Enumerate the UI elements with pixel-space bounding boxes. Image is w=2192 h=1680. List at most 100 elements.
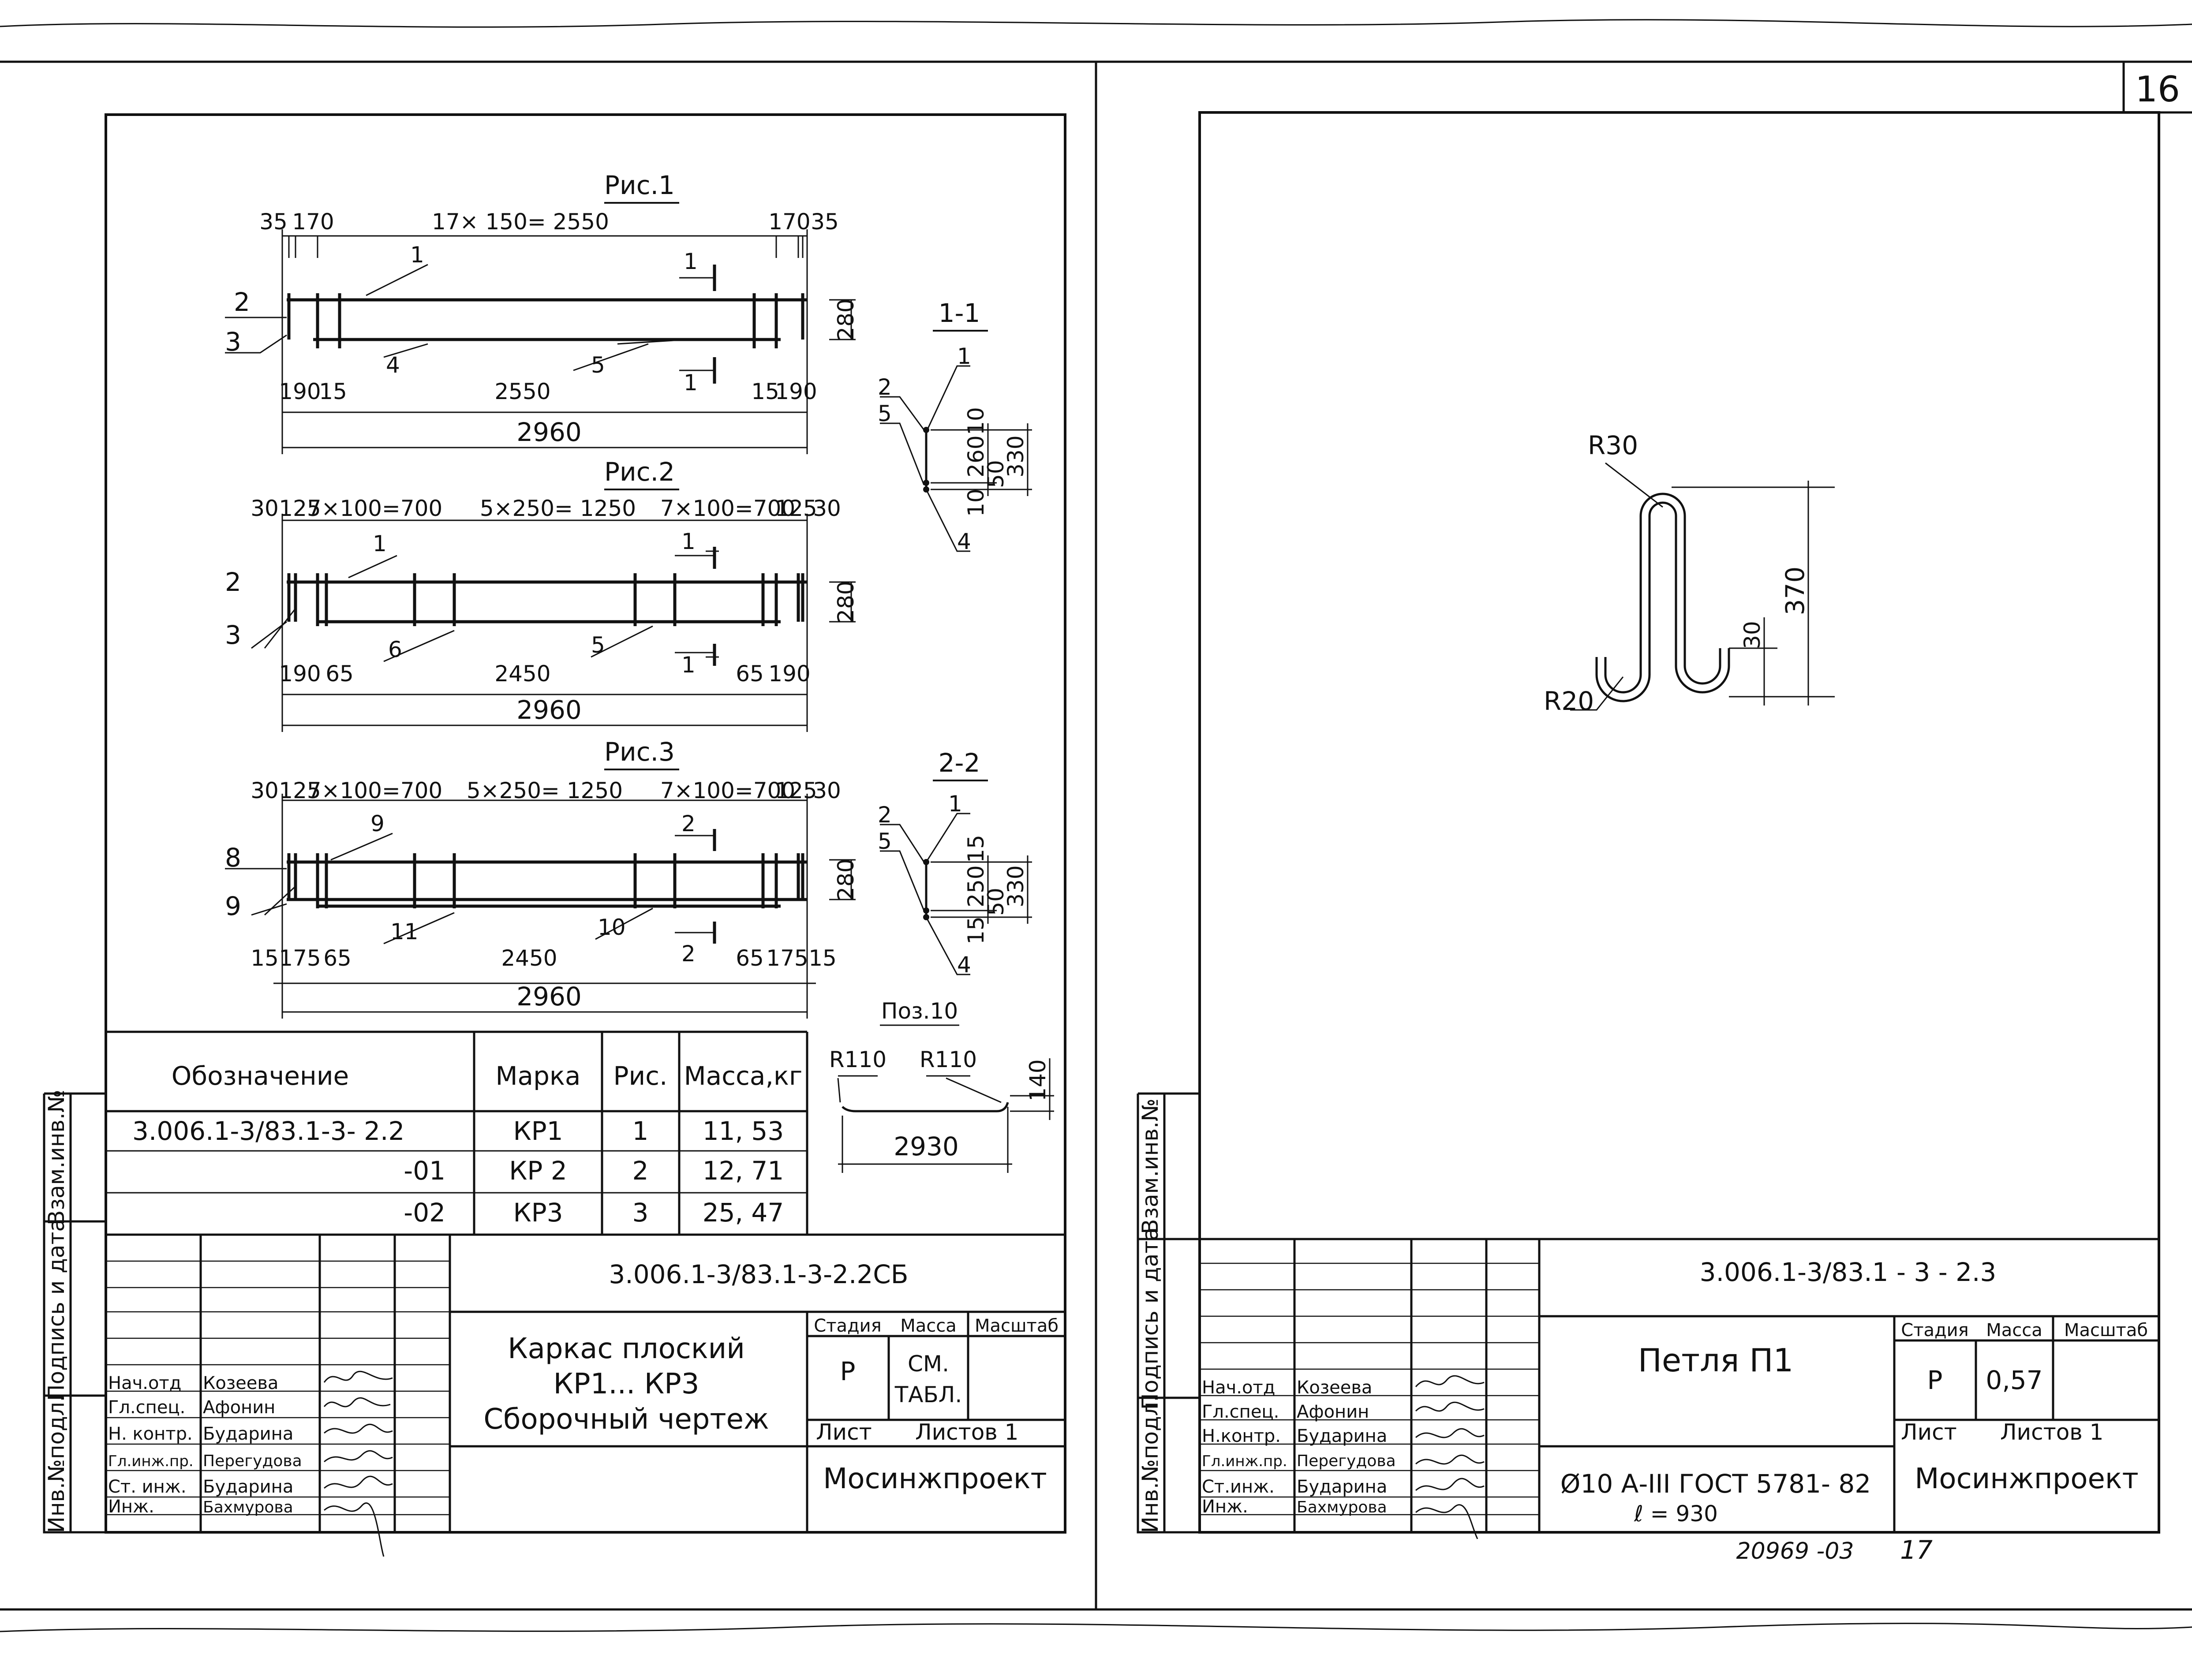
- svg-text:Перегудова: Перегудова: [203, 1452, 302, 1470]
- svg-text:1: 1: [373, 531, 387, 556]
- svg-text:Инв.№подл.: Инв.№подл.: [44, 1395, 69, 1533]
- right-doc-name: Петля П1: [1638, 1342, 1794, 1379]
- svg-text:Лист: Лист: [816, 1419, 872, 1445]
- svg-text:4: 4: [957, 529, 971, 554]
- svg-text:КР 2: КР 2: [509, 1156, 567, 1186]
- svg-text:280: 280: [833, 859, 859, 900]
- svg-text:Бударина: Бударина: [203, 1477, 293, 1497]
- svg-text:5: 5: [591, 352, 605, 378]
- svg-text:2450: 2450: [501, 945, 557, 971]
- left-org: Мосинжпроект: [823, 1463, 1047, 1495]
- svg-text:65: 65: [736, 661, 764, 687]
- svg-text:175: 175: [279, 945, 321, 971]
- svg-text:1: 1: [632, 1116, 649, 1146]
- svg-text:1: 1: [410, 242, 424, 268]
- svg-text:190: 190: [775, 379, 817, 404]
- svg-text:Ст. инж.: Ст. инж.: [108, 1477, 187, 1497]
- fig1: Рис.1 35 170 17× 150= 2550: [225, 170, 859, 454]
- svg-text:15: 15: [808, 945, 837, 971]
- svg-text:8: 8: [225, 843, 241, 873]
- svg-text:7×100=700: 7×100=700: [660, 778, 795, 803]
- svg-text:4: 4: [386, 352, 400, 378]
- svg-text:Масштаб: Масштаб: [2064, 1320, 2148, 1340]
- svg-text:Ст.инж.: Ст.инж.: [1202, 1477, 1275, 1497]
- svg-text:СМ.: СМ.: [908, 1351, 949, 1377]
- left-title-block: 3.006.1-3/83.1-3-2.2СБ Каркас плоский КР…: [106, 1233, 1065, 1557]
- svg-text:Перегудова: Перегудова: [1297, 1452, 1396, 1470]
- svg-text:Стадия: Стадия: [1901, 1320, 1968, 1340]
- outer-frame: [0, 60, 2192, 1611]
- svg-text:1: 1: [684, 370, 698, 396]
- svg-text:2: 2: [878, 802, 892, 828]
- svg-text:35: 35: [259, 209, 288, 235]
- svg-text:Гл.спец.: Гл.спец.: [108, 1397, 185, 1418]
- svg-text:Подпись и дата: Подпись и дата: [44, 1218, 69, 1401]
- svg-text:ТАБЛ.: ТАБЛ.: [894, 1382, 962, 1407]
- svg-text:5: 5: [878, 401, 892, 426]
- svg-text:Инж.: Инж.: [1202, 1497, 1248, 1517]
- svg-text:2: 2: [878, 374, 892, 400]
- right-frame: [1198, 111, 2160, 1534]
- svg-text:50: 50: [983, 460, 1009, 488]
- svg-text:1-1: 1-1: [939, 298, 980, 328]
- svg-text:6: 6: [388, 637, 402, 662]
- left-doc-code: 3.006.1-3/83.1-3-2.2СБ: [609, 1259, 908, 1289]
- svg-text:30: 30: [251, 778, 279, 803]
- svg-text:Взам.инв.№: Взам.инв.№: [44, 1090, 69, 1225]
- svg-text:125: 125: [775, 778, 817, 803]
- left-frame: [105, 113, 1066, 1534]
- svg-text:2960: 2960: [516, 695, 582, 725]
- svg-text:15: 15: [963, 835, 989, 863]
- svg-text:Рис.: Рис.: [613, 1061, 668, 1091]
- left-doc-name-2: КР1... КР3: [554, 1368, 699, 1400]
- svg-text:Масса: Масса: [900, 1316, 957, 1336]
- section-2-2: 2-2 1 2 5 4 15 250 15 50 330: [878, 748, 1032, 978]
- svg-text:11: 11: [390, 919, 419, 945]
- svg-text:2-2: 2-2: [939, 748, 980, 778]
- svg-text:15: 15: [251, 945, 279, 971]
- svg-text:190: 190: [279, 661, 321, 687]
- svg-text:Гл.инж.пр.: Гл.инж.пр.: [108, 1452, 194, 1470]
- svg-text:7×100=700: 7×100=700: [660, 496, 795, 521]
- svg-text:Инв.№подл.: Инв.№подл.: [1137, 1395, 1163, 1533]
- svg-text:Гл.инж.пр.: Гл.инж.пр.: [1202, 1452, 1287, 1470]
- svg-text:65: 65: [736, 945, 764, 971]
- svg-text:3: 3: [632, 1198, 649, 1228]
- svg-text:15: 15: [751, 379, 779, 404]
- svg-text:280: 280: [833, 581, 859, 623]
- svg-text:КР1: КР1: [513, 1116, 563, 1146]
- svg-text:R110: R110: [829, 1047, 887, 1072]
- svg-text:140: 140: [1025, 1059, 1051, 1101]
- svg-text:2930: 2930: [894, 1131, 959, 1161]
- svg-text:260: 260: [963, 435, 989, 477]
- left-signatures: [323, 1370, 393, 1557]
- svg-text:5: 5: [878, 829, 892, 854]
- svg-text:2: 2: [632, 1156, 649, 1186]
- svg-text:Рис.2: Рис.2: [604, 457, 675, 487]
- svg-text:65: 65: [323, 945, 352, 971]
- svg-text:25, 47: 25, 47: [703, 1198, 784, 1228]
- svg-text:Бахмурова: Бахмурова: [1297, 1498, 1387, 1516]
- svg-text:15: 15: [319, 379, 347, 404]
- svg-text:5×250= 1250: 5×250= 1250: [480, 496, 636, 521]
- svg-text:10: 10: [963, 407, 989, 435]
- svg-text:Рис.3: Рис.3: [604, 737, 675, 767]
- svg-text:Листов 1: Листов 1: [915, 1419, 1018, 1445]
- svg-text:30: 30: [813, 496, 841, 521]
- svg-text:11, 53: 11, 53: [703, 1116, 784, 1146]
- svg-text:Взам.инв.№: Взам.инв.№: [1137, 1098, 1163, 1234]
- svg-text:Листов 1: Листов 1: [2000, 1419, 2103, 1445]
- svg-text:330: 330: [1003, 865, 1029, 907]
- svg-text:330: 330: [1003, 435, 1029, 477]
- svg-text:5×250= 1250: 5×250= 1250: [467, 778, 623, 803]
- svg-text:Масса: Масса: [1986, 1320, 2042, 1340]
- svg-text:9: 9: [370, 811, 385, 836]
- right-title-block: 3.006.1-3/83.1 - 3 - 2.3 Петля П1 Ø10 А-…: [1200, 1238, 2159, 1539]
- svg-text:Нач.отд: Нач.отд: [1202, 1378, 1275, 1398]
- svg-text:Марка: Марка: [496, 1061, 581, 1091]
- svg-text:3: 3: [225, 620, 241, 650]
- svg-text:12, 71: 12, 71: [703, 1156, 784, 1186]
- svg-text:Инж.: Инж.: [108, 1497, 154, 1517]
- svg-text:Бударина: Бударина: [1297, 1477, 1387, 1497]
